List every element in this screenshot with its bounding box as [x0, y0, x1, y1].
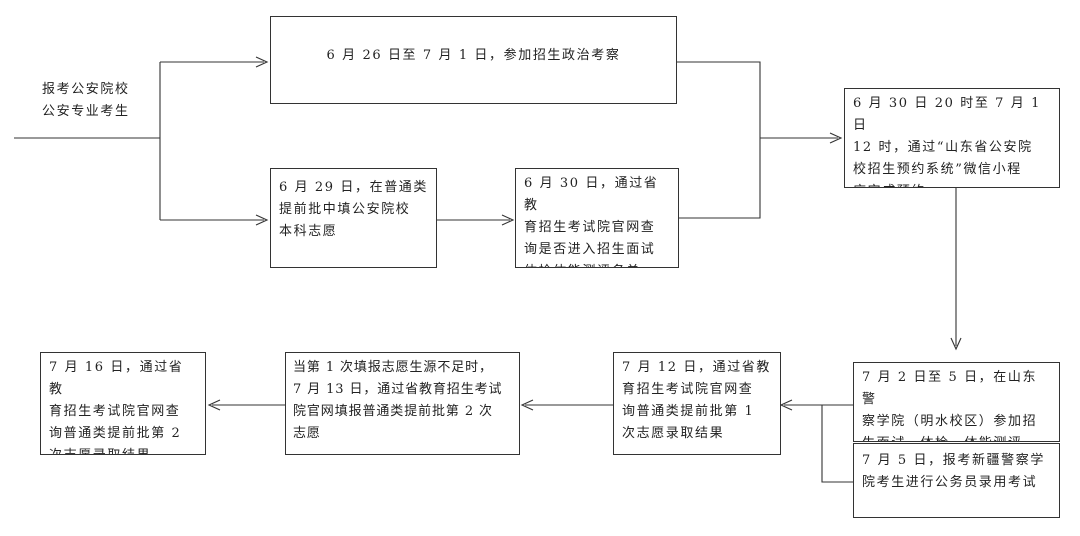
second-result-box: 7 月 16 日，通过省教 育招生考试院官网查 询普通类提前批第 2 次志愿录取… — [40, 352, 206, 455]
arrowhead-reservation — [829, 132, 843, 144]
political-review-box: 6 月 26 日至 7 月 1 日，参加招生政治考察 — [270, 16, 677, 104]
fill-volunteer-box: 6 月 29 日，在普通类 提前批中填公安院校 本科志愿 — [270, 168, 437, 268]
interview-box: 7 月 2 日至 5 日，在山东警 察学院（明水校区）参加招 生面试、体检、体能… — [853, 362, 1060, 442]
second-fill-box: 当第 1 次填报志愿生源不足时， 7 月 13 日，通过省教育招生考试 院官网填… — [285, 352, 520, 455]
arrowhead-political-review — [255, 56, 269, 68]
xinjiang-exam-box: 7 月 5 日，报考新疆警察学 院考生进行公务员录用考试 — [853, 443, 1060, 518]
arrowhead-second-fill — [520, 399, 534, 411]
merge-from-political-review — [677, 61, 761, 219]
arrowhead-first-result — [779, 399, 793, 411]
first-result-box: 7 月 12 日，通过省教 育招生考试院官网查 询普通类提前批第 1 次志愿录取… — [613, 352, 781, 455]
arrowhead-fill-volunteer — [255, 214, 269, 226]
check-shortlist-box: 6 月 30 日，通过省教 育招生考试院官网查 询是否进入招生面试 体检体能测评… — [515, 168, 679, 268]
arrowhead-shortlist — [501, 214, 515, 226]
arrowhead-interview — [950, 337, 962, 351]
start-label-line-1: 报考公安院校 — [42, 82, 130, 97]
arrowhead-second-result — [207, 399, 221, 411]
start-label-line-2: 公安专业考生 — [42, 104, 130, 119]
bracket-xinjiang — [821, 405, 853, 483]
reservation-box: 6 月 30 日 20 时至 7 月 1 日 12 时，通过“山东省公安院 校招… — [844, 88, 1060, 188]
